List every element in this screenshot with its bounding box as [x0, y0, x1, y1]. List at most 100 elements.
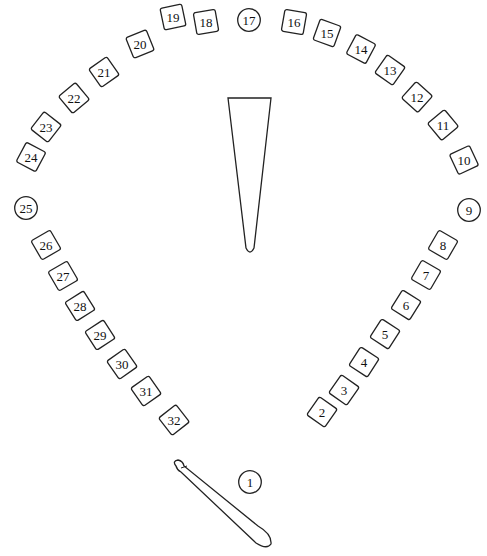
stick	[174, 460, 271, 547]
tapered-marker	[228, 98, 271, 252]
box-shape	[307, 397, 338, 428]
square-seat: 6	[394, 293, 418, 317]
seat-number: 10	[458, 154, 471, 167]
seat-number: 28	[74, 300, 87, 313]
seat-number: 16	[288, 16, 301, 29]
seat-number: 5	[382, 328, 389, 341]
circle-seat: 17	[237, 8, 261, 32]
box-shape	[411, 260, 441, 290]
square-seat: 26	[34, 233, 58, 257]
box-shape	[31, 230, 61, 260]
seat-number: 1	[247, 476, 254, 489]
seat-number: 8	[440, 239, 447, 252]
box-shape	[85, 320, 115, 350]
seat-number: 20	[134, 38, 147, 51]
box-shape	[370, 319, 400, 349]
seat-number: 30	[116, 358, 129, 371]
box-shape	[375, 55, 406, 86]
seat-number: 24	[25, 151, 38, 164]
box-shape	[346, 34, 376, 64]
square-seat: 2	[310, 400, 334, 424]
box-shape	[349, 347, 379, 377]
square-seat: 14	[349, 37, 373, 61]
square-seat: 7	[414, 263, 438, 287]
square-seat: 22	[62, 86, 86, 110]
square-seat: 24	[19, 145, 43, 169]
seat-number: 12	[411, 91, 424, 104]
seat-number: 2	[319, 406, 326, 419]
square-seat: 23	[34, 115, 58, 139]
circle-shape	[15, 197, 38, 220]
box-shape	[65, 291, 95, 321]
seat-number: 19	[167, 11, 180, 24]
box-shape	[428, 110, 459, 141]
square-seat: 4	[352, 350, 376, 374]
seat-number: 27	[57, 270, 70, 283]
box-shape	[31, 112, 62, 143]
seat-number: 11	[437, 119, 450, 132]
seat-number: 13	[384, 64, 397, 77]
square-seat: 11	[431, 113, 455, 137]
seat-number: 22	[68, 92, 81, 105]
circle-shape	[238, 9, 261, 32]
box-shape	[281, 9, 306, 34]
box-shape	[329, 375, 360, 406]
seat-number: 32	[168, 414, 181, 427]
square-seat: 27	[51, 264, 75, 288]
square-seat: 21	[92, 60, 116, 84]
square-seat: 10	[452, 148, 476, 172]
box-shape	[159, 405, 190, 436]
circle-seat: 9	[457, 198, 481, 222]
seat-number: 29	[94, 329, 107, 342]
box-shape	[89, 57, 120, 88]
seat-number: 9	[466, 204, 473, 217]
seat-number: 17	[243, 14, 256, 27]
square-seat: 3	[332, 378, 356, 402]
seat-number: 23	[40, 121, 53, 134]
square-seat: 12	[405, 85, 429, 109]
box-shape	[428, 230, 458, 260]
circle-shape	[458, 199, 481, 222]
square-seat: 18	[194, 10, 218, 34]
square-seat: 5	[373, 322, 397, 346]
box-shape	[313, 19, 341, 47]
box-shape	[59, 83, 90, 114]
seat-number: 14	[355, 43, 368, 56]
seat-number: 21	[98, 66, 111, 79]
box-shape	[449, 145, 478, 174]
box-shape	[107, 349, 138, 380]
square-seat: 16	[282, 10, 306, 34]
square-seat: 19	[161, 5, 185, 29]
box-shape	[193, 9, 218, 34]
box-shape	[16, 142, 46, 172]
stick-knob	[181, 466, 187, 468]
circle-seat: 25	[14, 196, 38, 220]
square-seat: 31	[134, 379, 158, 403]
square-seat: 28	[68, 294, 92, 318]
square-seat: 20	[128, 32, 152, 56]
box-shape	[160, 4, 186, 30]
circle-shape	[239, 471, 262, 494]
box-shape	[48, 261, 78, 291]
seat-number: 4	[361, 356, 368, 369]
square-seat: 8	[431, 233, 455, 257]
seat-number: 25	[20, 202, 33, 215]
box-shape	[391, 290, 421, 320]
square-seat: 32	[162, 408, 186, 432]
square-seat: 29	[88, 323, 112, 347]
box-shape	[126, 30, 155, 59]
square-seat: 13	[378, 58, 402, 82]
seat-number: 15	[321, 27, 334, 40]
seat-number: 6	[403, 299, 410, 312]
seat-number: 31	[140, 385, 153, 398]
box-shape	[131, 376, 162, 407]
seat-number: 26	[40, 239, 53, 252]
circle-seat: 1	[238, 470, 262, 494]
seat-number: 7	[423, 269, 430, 282]
square-seat: 30	[110, 352, 134, 376]
box-shape	[401, 81, 432, 112]
square-seat: 15	[315, 21, 339, 45]
seat-number: 18	[200, 16, 213, 29]
seat-number: 3	[341, 384, 348, 397]
